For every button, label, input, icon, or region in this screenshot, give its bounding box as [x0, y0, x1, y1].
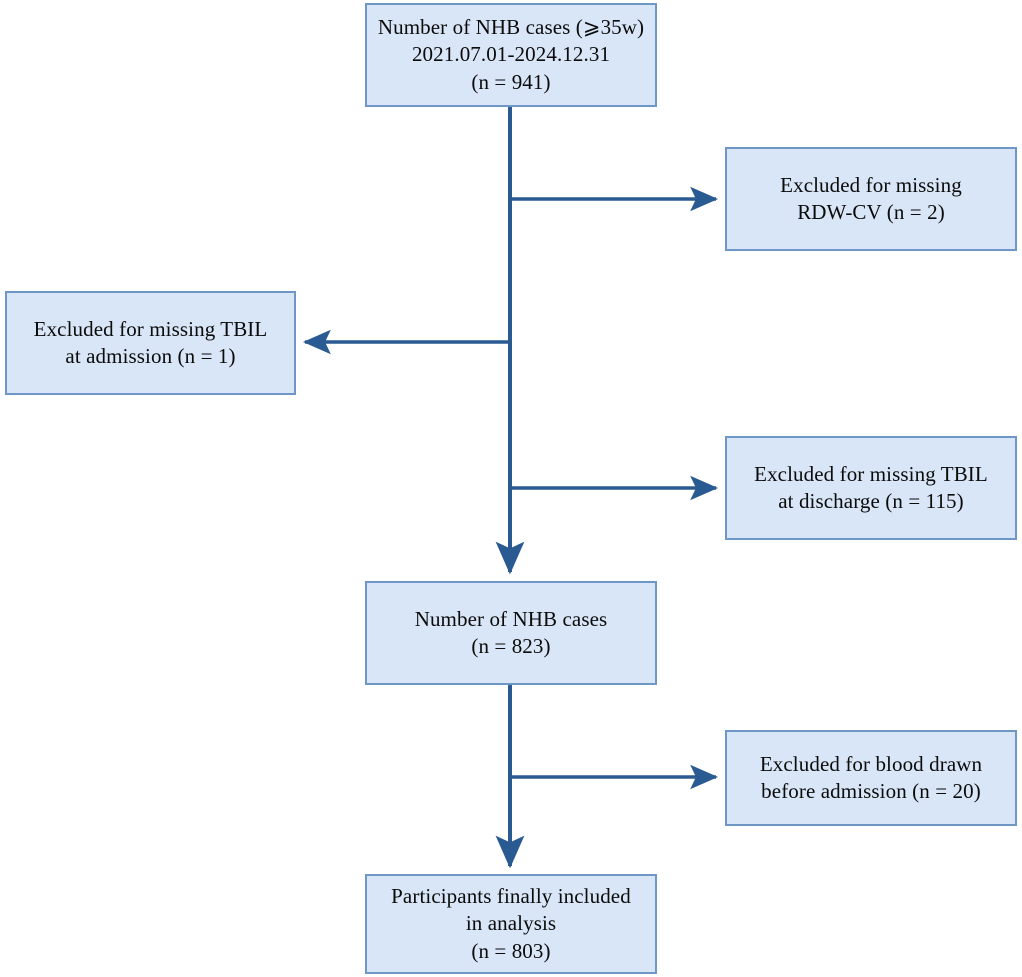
node-total-cases: Number of NHB cases (⩾35w) 2021.07.01-20…: [365, 3, 657, 107]
node-total-cases-label: Number of NHB cases (⩾35w) 2021.07.01-20…: [377, 15, 645, 94]
node-excluded-tbil-admission-label: Excluded for missing TBIL at admission (…: [33, 316, 268, 368]
node-excluded-blood-drawn: Excluded for blood drawn before admissio…: [725, 730, 1017, 826]
node-excluded-tbil-discharge-label: Excluded for missing TBIL at discharge (…: [754, 461, 988, 513]
node-nhb-cases-remaining-label: Number of NHB cases (n = 823): [414, 606, 608, 658]
node-final-included: Participants finally included in analysi…: [365, 874, 657, 974]
node-excluded-blood-drawn-label: Excluded for blood drawn before admissio…: [759, 751, 983, 803]
node-final-included-label: Participants finally included in analysi…: [391, 884, 631, 963]
node-excluded-rdwcv-label: Excluded for missing RDW-CV (n = 2): [780, 172, 962, 224]
node-excluded-tbil-admission: Excluded for missing TBIL at admission (…: [5, 291, 296, 395]
node-nhb-cases-remaining: Number of NHB cases (n = 823): [365, 581, 657, 685]
node-excluded-tbil-discharge: Excluded for missing TBIL at discharge (…: [725, 436, 1017, 540]
node-excluded-rdwcv: Excluded for missing RDW-CV (n = 2): [725, 147, 1017, 251]
